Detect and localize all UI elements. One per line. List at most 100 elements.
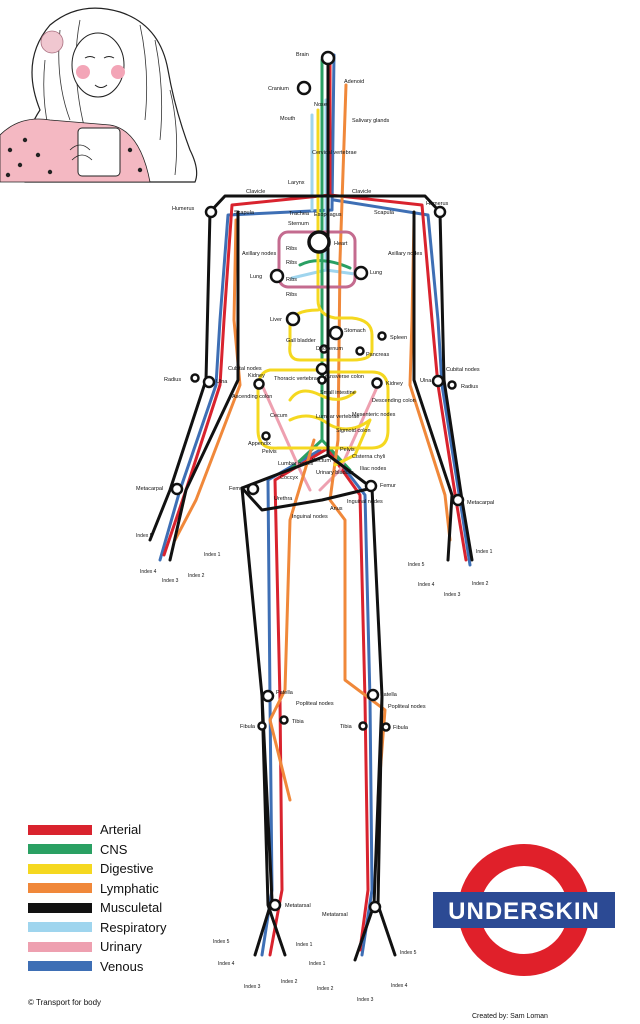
station-tibia-right[interactable] — [358, 721, 368, 731]
label-kidney-right: Kidney — [386, 381, 403, 387]
label-index3-right: Index 3 — [444, 592, 461, 598]
station-brain[interactable] — [320, 50, 336, 66]
underskin-roundel: UNDERSKIN — [433, 842, 615, 978]
station-cranium[interactable] — [296, 80, 312, 96]
label-index2-right: Index 2 — [472, 581, 489, 587]
label-urinary-bladder: Urinary bladder — [316, 470, 354, 476]
station-spleen[interactable] — [377, 331, 387, 341]
station-pancreas[interactable] — [355, 346, 365, 356]
label-findex2-right: Index 2 — [317, 986, 334, 992]
label-ribs-2: Ribs — [286, 260, 297, 266]
label-esophagus: Esophagus — [314, 212, 342, 218]
legend-item-urinary: Urinary — [28, 937, 208, 957]
station-fibula-left[interactable] — [257, 721, 267, 731]
station-tibia-left[interactable] — [279, 715, 289, 725]
legend-swatch-urinary — [28, 941, 92, 952]
station-ulna-left[interactable] — [202, 375, 216, 389]
label-index3-left: Index 3 — [162, 578, 179, 584]
station-stomach[interactable] — [328, 325, 344, 341]
legend-swatch-cns — [28, 844, 92, 855]
station-heart[interactable] — [307, 230, 331, 254]
station-patella-left[interactable] — [261, 689, 275, 703]
label-ulna-right: Ulna — [420, 378, 432, 384]
station-transverse[interactable] — [317, 375, 327, 385]
label-femur-left: Femur — [229, 486, 245, 492]
label-axillary-right: Axillary nodes — [388, 251, 422, 257]
station-kidney-right[interactable] — [371, 377, 383, 389]
label-metatarsal-right: Metatarsal — [322, 912, 348, 918]
label-tibia-left: Tibia — [292, 719, 305, 725]
label-lung-right: Lung — [370, 270, 382, 276]
station-metacarpal-right[interactable] — [451, 493, 465, 507]
legend-label-urinary: Urinary — [100, 939, 142, 955]
label-radius-right: Radius — [461, 384, 478, 390]
station-kidney-left[interactable] — [253, 378, 265, 390]
label-lumbar: Lumbar vertebrae — [316, 414, 359, 420]
label-patella-left: Patella — [276, 690, 294, 696]
station-metacarpal-left[interactable] — [170, 482, 184, 496]
digestive-line — [256, 108, 390, 467]
label-clavicle-right: Clavicle — [352, 189, 371, 195]
label-findex3-right: Index 3 — [357, 997, 374, 1003]
legend-item-venous: Venous — [28, 957, 208, 977]
label-findex1-right: Index 1 — [309, 961, 326, 967]
label-heart: Heart — [334, 241, 348, 247]
label-lung-left: Lung — [250, 274, 262, 280]
label-cervical: Cervical vertebrae — [312, 150, 357, 156]
station-metatarsal-left[interactable] — [268, 898, 282, 912]
station-femur-left[interactable] — [246, 482, 260, 496]
legend-label-respiratory: Respiratory — [100, 919, 167, 935]
label-pelvis-left: Pelvis — [262, 449, 277, 455]
label-fibula-right: Fibula — [393, 725, 409, 731]
legend-swatch-lymphatic — [28, 883, 92, 894]
station-metatarsal-right[interactable] — [368, 900, 382, 914]
label-findex4-right: Index 4 — [391, 983, 408, 989]
label-pancreas: Pancreas — [366, 352, 389, 358]
label-metatarsal-left: Metatarsal — [285, 903, 311, 909]
roundel-bar — [433, 892, 615, 928]
label-findex5-left: Index 5 — [213, 939, 230, 945]
label-ribs-1: Ribs — [286, 246, 297, 252]
label-cisterna: Cisterna chyli — [352, 454, 385, 460]
legend-swatch-respiratory — [28, 922, 92, 933]
label-findex3-left: Index 3 — [244, 984, 261, 990]
station-lung-right[interactable] — [353, 265, 369, 281]
legend-label-arterial: Arterial — [100, 822, 142, 838]
station-radius-left[interactable] — [190, 373, 200, 383]
station-duodenum[interactable] — [319, 344, 329, 354]
station-liver[interactable] — [285, 311, 301, 327]
legend-item-cns: CNS — [28, 840, 208, 860]
station-femur-right[interactable] — [364, 479, 378, 493]
legend-item-arterial: Arterial — [28, 820, 208, 840]
label-fibula-left: Fibula — [240, 724, 256, 730]
label-nose: Nose — [314, 102, 327, 108]
label-mesenteric: Mesenteric nodes — [352, 412, 396, 418]
label-stomach: Stomach — [344, 328, 366, 334]
label-findex4-left: Index 4 — [218, 961, 235, 967]
station-humerus-left[interactable] — [204, 205, 218, 219]
station-small-intestine[interactable] — [315, 362, 329, 376]
station-lung-left[interactable] — [269, 268, 285, 284]
label-rectum: Rectum — [312, 458, 331, 464]
label-urethra: Urethra — [274, 496, 293, 502]
legend-swatch-venous — [28, 961, 92, 972]
arterial-line — [162, 53, 468, 957]
label-coccyx: Coccyx — [280, 475, 298, 481]
label-small-intestine: Small intestine — [320, 390, 356, 396]
label-index5-right: Index 5 — [408, 562, 425, 568]
label-spleen: Spleen — [390, 335, 407, 341]
station-appendix[interactable] — [261, 431, 271, 441]
label-findex2-left: Index 2 — [281, 979, 298, 985]
station-humerus-right[interactable] — [433, 205, 447, 219]
station-fibula-right[interactable] — [381, 722, 391, 732]
legend-label-venous: Venous — [100, 958, 144, 974]
label-index4-left: Index 4 — [140, 569, 157, 575]
station-radius-right[interactable] — [447, 380, 457, 390]
station-patella-right[interactable] — [366, 688, 380, 702]
label-sigmoid: Sigmoid colon — [336, 428, 371, 434]
label-humerus-right: Humerus — [426, 201, 449, 207]
label-cecum: Cecum — [270, 413, 288, 419]
station-ulna-right[interactable] — [431, 374, 445, 388]
label-adenoid: Adenoid — [344, 79, 364, 85]
